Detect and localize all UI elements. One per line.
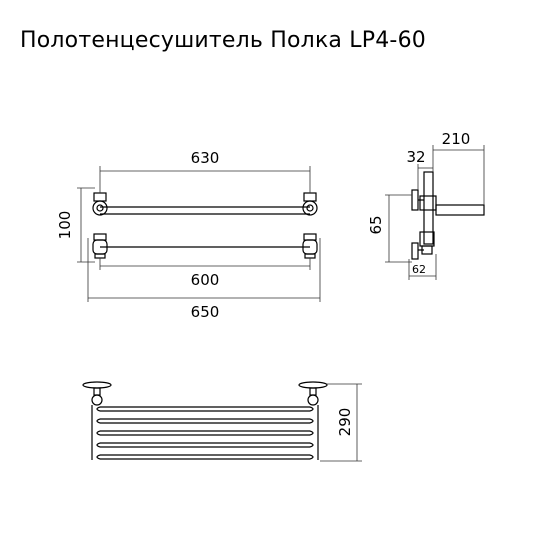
dim-62-label: 62: [412, 263, 426, 276]
bottom-rail-ends-left: [96, 406, 101, 460]
dim-600-label: 600: [191, 271, 220, 289]
front-right-lower-bracket: [302, 233, 318, 259]
side-upper-flange: [411, 189, 419, 211]
side-wall-post: [423, 171, 434, 245]
bottom-rail-ends-right: [309, 406, 314, 460]
page-title: Полотенцесушитель Полка LP4-60: [20, 28, 426, 53]
dim-650-label: 650: [191, 303, 220, 321]
front-left-lower-bracket: [92, 233, 108, 259]
dim-290-label: 290: [336, 408, 354, 437]
side-view-dimensions: [385, 145, 485, 280]
side-lower-flange: [411, 242, 419, 260]
side-view: [411, 171, 485, 260]
dim-100-label: 100: [56, 211, 74, 240]
dim-630-label: 630: [191, 149, 220, 167]
bottom-view-dimensions: [320, 383, 362, 462]
bottom-rails: [100, 406, 310, 460]
bottom-view: [82, 381, 328, 460]
front-view-dimensions: [77, 166, 321, 302]
dim-65-label: 65: [367, 215, 385, 234]
bottom-left-bracket: [82, 381, 112, 406]
side-shelf-arm: [435, 204, 485, 216]
bottom-right-bracket: [298, 381, 328, 406]
dim-32-label: 32: [406, 148, 425, 166]
front-view: [92, 192, 318, 259]
front-left-upper-bracket: [92, 192, 108, 216]
front-right-upper-bracket: [302, 192, 318, 216]
dim-210-label: 210: [442, 130, 471, 148]
